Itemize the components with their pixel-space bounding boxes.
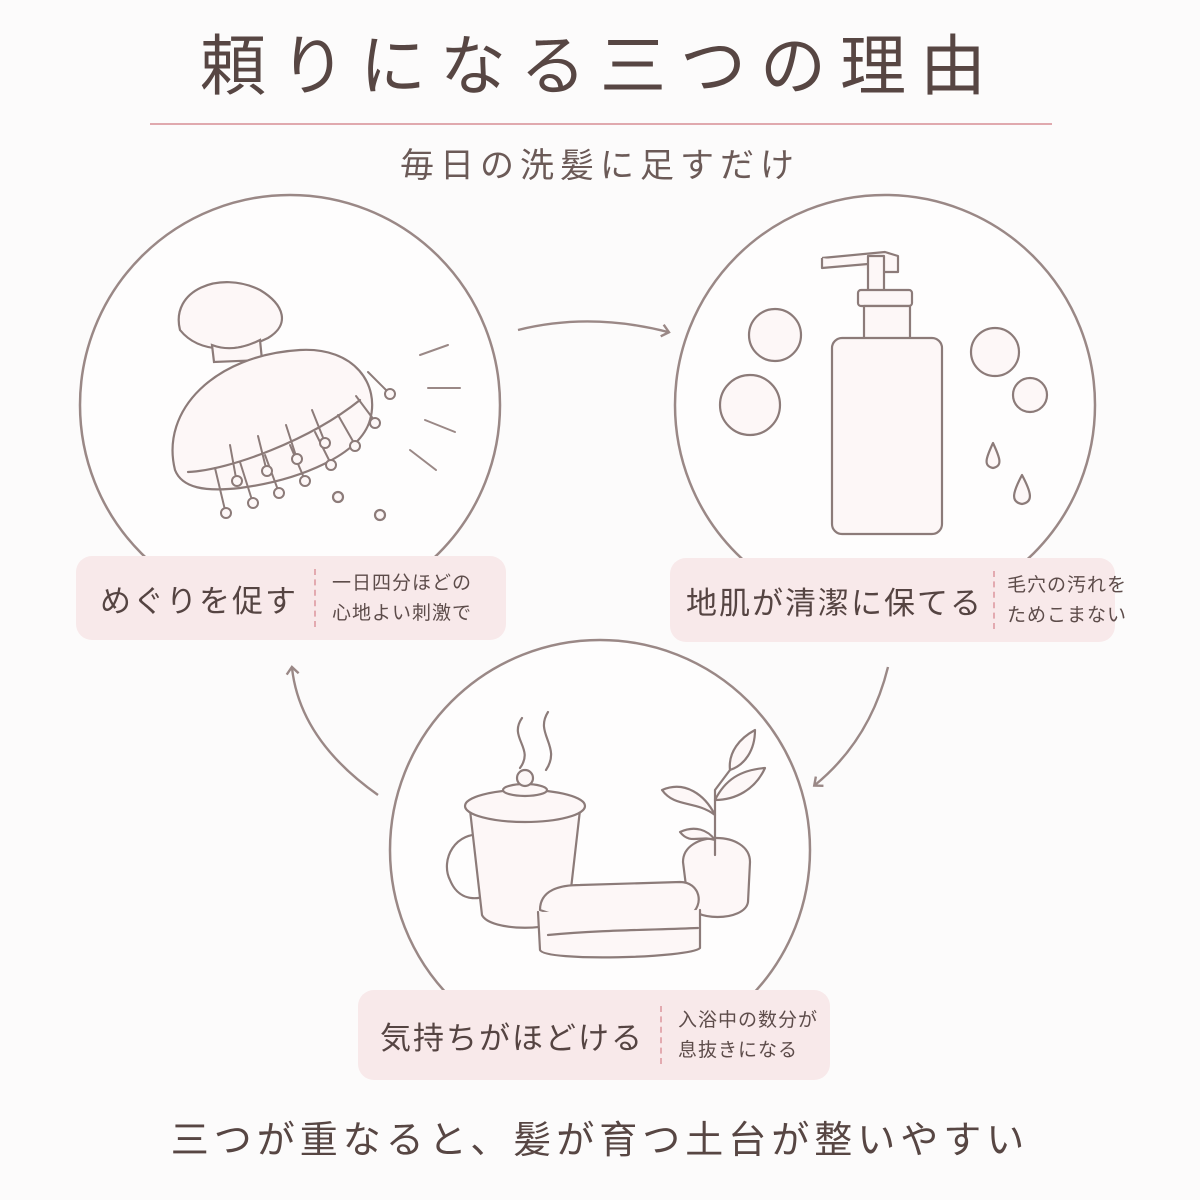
footer-summary: 三つが重なると、髪が育つ土台が整いやすい	[170, 1118, 1030, 1162]
arrow-2-to-3-icon	[812, 666, 890, 788]
reason-2-divider	[993, 571, 995, 629]
reason-1-label: めぐりを促す 一日四分ほどの 心地よい刺激で	[76, 556, 506, 640]
reason-3-label: 気持ちがほどける 入浴中の数分が 息抜きになる	[358, 990, 830, 1080]
reason-1-title: めぐりを促す	[100, 583, 298, 620]
reason-1-desc-line2: 心地よい刺激で	[332, 602, 473, 624]
reason-2-label: 地肌が清潔に保てる 毛穴の汚れを ためこまない	[670, 558, 1126, 642]
reason-2-title: 地肌が清潔に保てる	[686, 585, 983, 622]
reason-1-desc-line1: 一日四分ほどの	[332, 572, 473, 594]
reason-3-divider	[660, 1006, 662, 1064]
reason-1-divider	[314, 569, 316, 627]
arrow-1-to-2-icon	[517, 320, 671, 338]
arrow-3-to-1-icon	[285, 665, 379, 796]
reason-3-title: 気持ちがほどける	[380, 1020, 644, 1057]
reason-3-desc-line2: 息抜きになる	[678, 1039, 799, 1061]
page-title: 頼りになる三つの理由	[200, 28, 1000, 105]
reason-3-desc-line1: 入浴中の数分が	[678, 1009, 819, 1031]
page-subtitle: 毎日の洗髪に足すだけ	[400, 146, 800, 186]
title-divider	[150, 123, 1052, 125]
reason-1-description: 一日四分ほどの 心地よい刺激で	[332, 568, 472, 628]
reason-2-desc-line2: ためこまない	[1007, 604, 1128, 626]
reason-2-desc-line1: 毛穴の汚れを	[1007, 574, 1128, 596]
scalp-brush-icon	[171, 281, 461, 522]
shampoo-bottle-icon	[718, 250, 1049, 536]
tea-towel-plant-icon	[445, 710, 767, 959]
reason-3-description: 入浴中の数分が 息抜きになる	[678, 1005, 818, 1065]
reason-2-description: 毛穴の汚れを ためこまない	[1007, 570, 1127, 630]
